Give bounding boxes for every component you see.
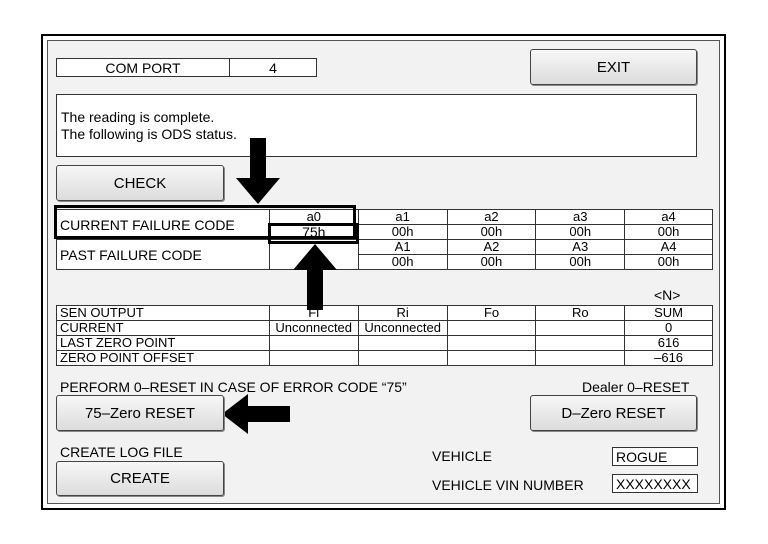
row-label-zero-point-offset: ZERO POINT OFFSET [56,350,270,366]
sensor-header-ri: Ri [357,305,448,321]
table-cell [446,335,537,351]
vehicle-value: ROGUE [616,449,668,465]
zero-reset-75-label: 75–Zero RESET [84,404,196,422]
vehicle-label: VEHICLE [432,448,492,464]
message-line-2: The following is ODS status. [61,126,237,142]
com-port-label: COM PORT [105,60,181,76]
d-zero-reset-label: D–Zero RESET [561,404,666,422]
sensor-header-label: SEN OUTPUT [56,305,270,321]
reset-instruction-text: PERFORM 0–RESET IN CASE OF ERROR CODE “7… [60,379,407,395]
past-value-A1: 00h [357,254,448,270]
table-cell [357,335,448,351]
vin-label: VEHICLE VIN NUMBER [432,477,584,493]
past-header-A3: A3 [535,239,626,255]
create-log-file-label: CREATE LOG FILE [60,444,183,460]
row-label-last-zero-point: LAST ZERO POINT [56,335,270,351]
table-row: ZERO POINT OFFSET –616 [56,350,713,366]
table-cell [535,335,626,351]
com-port-value: 4 [269,60,277,76]
table-cell [268,335,359,351]
current-value-a4: 00h [624,224,713,240]
a0-value-highlight [268,223,359,244]
table-cell: Unconnected [357,320,448,336]
table-cell: 0 [624,320,713,336]
past-failure-code-label: PAST FAILURE CODE [56,239,270,270]
com-port-field[interactable]: 4 [229,58,317,77]
table-cell [535,320,626,336]
table-cell: 616 [624,335,713,351]
current-header-a1: a1 [357,209,448,225]
exit-button-label: EXIT [596,58,631,76]
table-cell: Unconnected [268,320,359,336]
d-zero-reset-button[interactable]: D–Zero RESET [530,395,697,431]
current-value-a2: 00h [446,224,537,240]
status-message-box: The reading is complete. The following i… [56,94,697,157]
create-button[interactable]: CREATE [56,461,224,496]
current-value-a3: 00h [535,224,626,240]
unit-label: <N> [654,287,681,303]
current-header-a2: a2 [446,209,537,225]
past-header-A1: A1 [357,239,448,255]
current-value-a1: 00h [357,224,448,240]
row-label-current: CURRENT [56,320,270,336]
exit-button[interactable]: EXIT [530,49,697,85]
message-line-1: The reading is complete. [61,109,215,125]
failure-code-table: CURRENT FAILURE CODE a0 a1 a2 a3 a4 75h … [56,209,713,270]
past-value-A2: 00h [446,254,537,270]
past-value-A3: 00h [535,254,626,270]
check-button[interactable]: CHECK [56,165,224,201]
sensor-header-sum: SUM [624,305,713,321]
sensor-header-fo: Fo [446,305,537,321]
zero-reset-75-button[interactable]: 75–Zero RESET [56,395,224,431]
current-header-a3: a3 [535,209,626,225]
table-cell [446,320,537,336]
past-header-A4: A4 [624,239,713,255]
past-value-A4: 00h [624,254,713,270]
past-header-A2: A2 [446,239,537,255]
table-cell [535,350,626,366]
check-button-label: CHECK [113,174,167,192]
arrow-left-icon [222,394,290,434]
table-cell [268,350,359,366]
vin-value: XXXXXXXX [616,476,691,492]
table-cell [446,350,537,366]
sensor-header-ro: Ro [535,305,626,321]
create-button-label: CREATE [110,470,170,487]
dealer-reset-label: Dealer 0–RESET [582,379,690,395]
table-row: LAST ZERO POINT 616 [56,335,713,351]
current-failure-highlight [54,205,356,239]
vin-field: XXXXXXXX [612,474,698,493]
vehicle-field: ROGUE [612,447,698,466]
sensor-output-table: SEN OUTPUT Fi Ri Fo Ro SUM CURRENT Uncon… [56,305,713,366]
current-header-a4: a4 [624,209,713,225]
arrow-down-icon [236,138,280,204]
table-row: CURRENT Unconnected Unconnected 0 [56,320,713,336]
table-cell: –616 [624,350,713,366]
com-port-label-box: COM PORT [56,58,230,77]
table-cell [357,350,448,366]
arrow-up-icon [293,244,337,310]
